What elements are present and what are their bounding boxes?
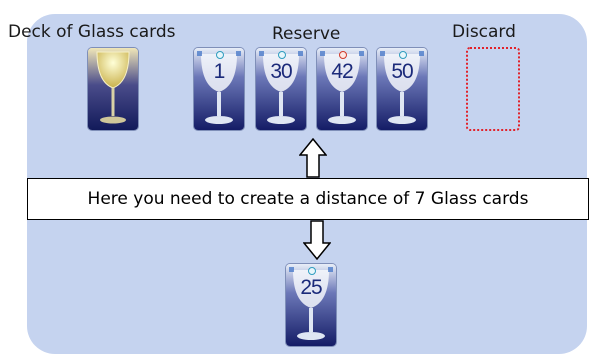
deck-label: Deck of Glass cards — [8, 22, 176, 42]
card-number: 25 — [300, 276, 322, 299]
card-number: 50 — [391, 60, 413, 83]
reserve-card-3[interactable]: 42 — [317, 48, 367, 130]
deck-card[interactable] — [88, 48, 138, 130]
reserve-label: Reserve — [272, 24, 341, 44]
discard-slot[interactable] — [466, 47, 520, 131]
glass-card-art — [256, 48, 306, 130]
glass-card-art — [286, 264, 336, 346]
arrow-up-icon — [299, 138, 327, 178]
arrow-down-icon — [303, 220, 331, 260]
discard-label: Discard — [452, 22, 516, 42]
card-number: 30 — [270, 60, 292, 83]
card-number: 42 — [331, 60, 353, 83]
reserve-card-1[interactable]: 1 — [194, 48, 244, 130]
glass-card-art — [377, 48, 427, 130]
pip-icon — [308, 267, 316, 275]
pip-icon — [216, 51, 224, 59]
reserve-card-4[interactable]: 50 — [377, 48, 427, 130]
reserve-card-2[interactable]: 30 — [256, 48, 306, 130]
instruction-text: Here you need to create a distance of 7 … — [87, 189, 529, 209]
pip-icon — [339, 51, 347, 59]
card-number: 1 — [213, 60, 226, 83]
pip-icon — [399, 51, 407, 59]
target-card[interactable]: 25 — [286, 264, 336, 346]
glass-card-art — [194, 48, 244, 130]
pip-icon — [278, 51, 286, 59]
glass-card-art — [317, 48, 367, 130]
wine-glass-icon — [88, 48, 138, 130]
instruction-banner: Here you need to create a distance of 7 … — [27, 178, 589, 220]
